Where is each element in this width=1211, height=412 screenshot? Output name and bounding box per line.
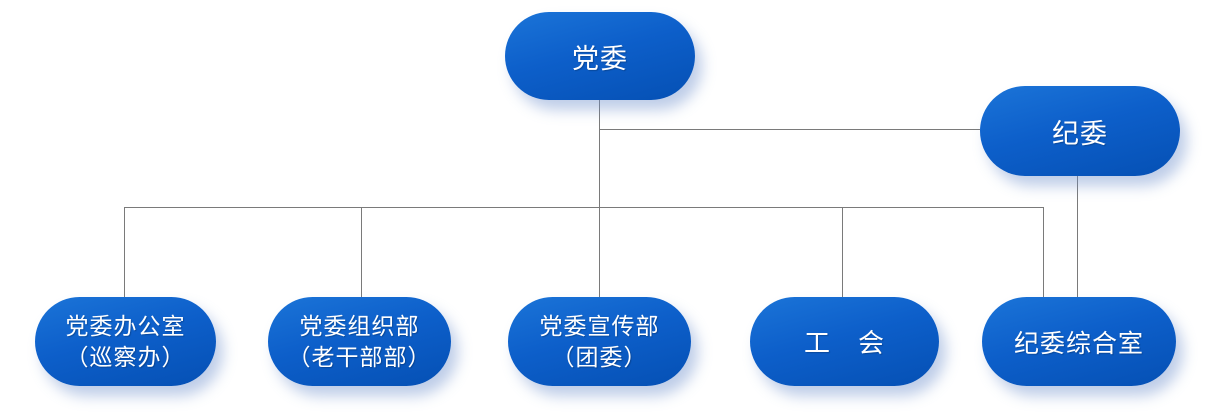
node-party-committee-label: 党委 [572,43,628,74]
node-party-office: 党委办公室 （巡察办） [35,297,216,386]
node-labor-union: 工 会 [750,297,939,386]
node-discipline-committee: 纪委 [980,86,1180,176]
node-labor-union-label: 工 会 [803,329,885,358]
node-publicity-dept-label-line2: （团委） [551,344,648,370]
connector-drop-zongheshi [1043,207,1044,298]
node-discipline-committee-label: 纪委 [1052,118,1108,149]
node-publicity-dept-label-line1: 党委宣传部 [539,313,660,339]
connector-dangwei-to-bus [599,100,600,207]
node-organization-dept-label-line2: （老干部部） [287,344,432,370]
node-organization-dept: 党委组织部 （老干部部） [268,297,451,386]
node-organization-dept-label-line1: 党委组织部 [299,313,420,339]
connector-drop-zuzhibu [361,207,362,298]
connector-drop-xuanchuanbu [599,207,600,298]
connector-drop-bangongshi [124,207,125,298]
connector-jiwei-to-zongheshi [1077,176,1078,297]
node-discipline-general-office: 纪委综合室 [982,297,1176,386]
node-publicity-dept: 党委宣传部 （团委） [508,297,691,386]
connector-drop-gonghui [842,207,843,298]
node-party-committee: 党委 [505,12,695,100]
connector-horizontal-bus [124,207,1044,208]
node-party-office-label-line1: 党委办公室 [65,313,186,339]
connector-dangwei-to-jiwei [600,129,980,130]
node-party-office-label-line2: （巡察办） [65,344,186,370]
node-discipline-general-office-label: 纪委综合室 [1013,330,1144,358]
